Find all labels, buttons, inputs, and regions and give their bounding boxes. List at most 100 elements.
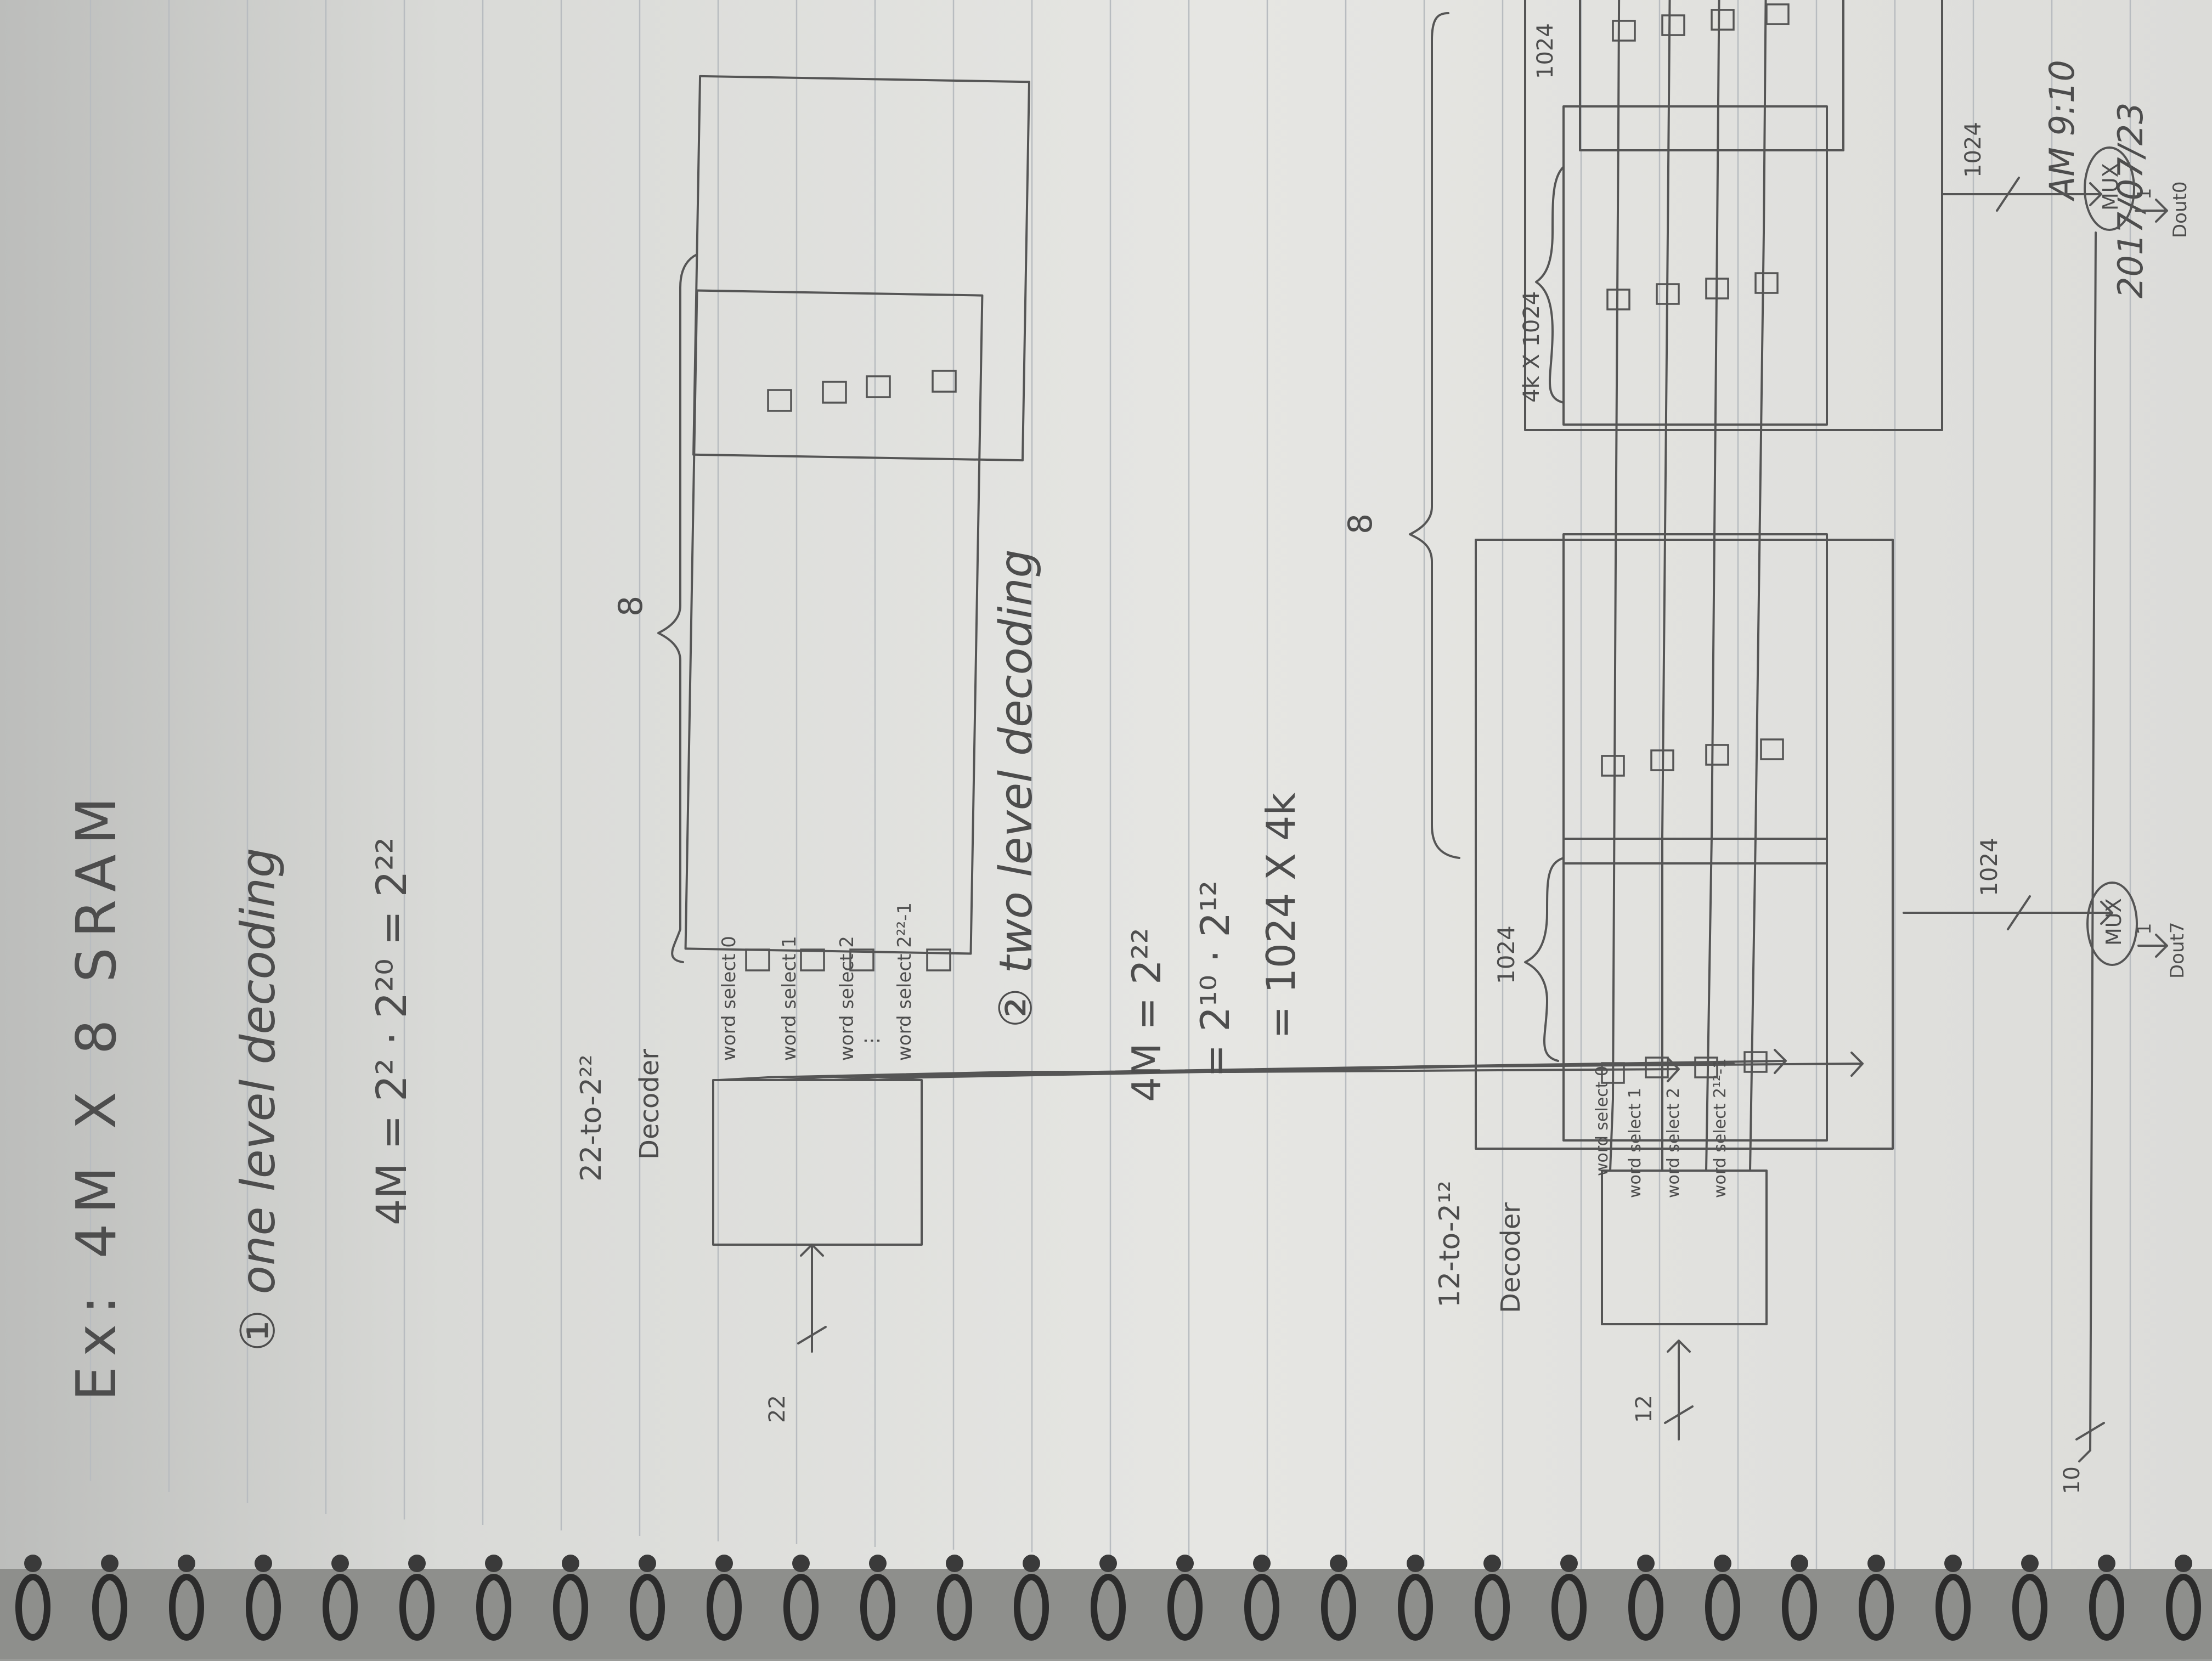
spiral-ring	[1321, 1574, 1356, 1641]
spiral-ring	[630, 1574, 665, 1641]
date-text: 2017/07/23	[2111, 103, 2151, 298]
ruled-lines	[89, 0, 2131, 1591]
punch-hole	[715, 1555, 733, 1572]
block-right-inner-b	[1579, 0, 1844, 151]
punch-hole	[178, 1555, 195, 1572]
section1-word-lines	[718, 1049, 1864, 1082]
bus-1-label: 1024	[1976, 838, 2002, 896]
section2-brace-label: 8	[1341, 513, 1380, 534]
spiral-ring	[937, 1574, 972, 1641]
page-title: Ex: 4M X 8 SRAM	[64, 787, 128, 1401]
punch-hole	[639, 1555, 656, 1572]
punch-hole	[1176, 1555, 1194, 1572]
ws2-last: word select 2¹²-1	[1711, 1058, 1730, 1198]
decoder-box-2	[1601, 1170, 1768, 1325]
section1-heading: ① one level decoding	[231, 848, 286, 1352]
out-2-bits: 1	[2134, 188, 2155, 200]
spiral-ring	[2012, 1574, 2047, 1641]
ws2-1: word select 1	[1626, 1088, 1645, 1198]
spiral-ring	[1244, 1574, 1279, 1641]
spiral-ring	[1705, 1574, 1740, 1641]
time-text: AM 9:10	[2042, 60, 2082, 202]
spiral-ring	[476, 1574, 511, 1641]
spiral-ring	[1475, 1574, 1510, 1641]
spiral-ring	[92, 1574, 127, 1641]
punch-hole	[946, 1555, 963, 1572]
punch-hole	[1330, 1555, 1347, 1572]
section1-brace-label: 8	[612, 596, 650, 617]
mux-2-label: MUX	[2098, 163, 2123, 211]
word-select-2: word select 2	[836, 936, 858, 1061]
punch-hole	[255, 1555, 272, 1572]
block-left-inner-b	[1562, 533, 1828, 865]
punch-hole	[869, 1555, 887, 1572]
punch-hole	[1407, 1555, 1424, 1572]
out-2-label: Dout0	[2169, 182, 2191, 239]
spiral-ring	[169, 1574, 204, 1641]
punch-hole	[1791, 1555, 1808, 1572]
section1-equation: 4M = 2² · 2²⁰ = 2²²	[367, 837, 416, 1225]
punch-hole	[1253, 1555, 1271, 1572]
punch-hole	[1637, 1555, 1655, 1572]
spiral-ring	[323, 1574, 358, 1641]
section1-decoder-label: Decoder	[634, 1049, 665, 1160]
bus-2-label: 1024	[1961, 122, 1986, 178]
block-left-width: 1024	[1493, 925, 1520, 984]
spiral-ring	[860, 1574, 895, 1641]
punch-hole	[2098, 1555, 2115, 1572]
spiral-ring	[2089, 1574, 2124, 1641]
word-select-dots: ⋮	[861, 1031, 883, 1050]
out-1-bits: 1	[2134, 923, 2155, 935]
section2-eq1: 4M = 2²²	[1124, 928, 1170, 1102]
ws2-0: word select 0	[1593, 1066, 1612, 1176]
block-right-cells	[1606, 3, 1790, 310]
punch-hole	[1560, 1555, 1578, 1572]
mux-1-label: MUX	[2102, 898, 2126, 946]
mux-1	[2086, 882, 2138, 966]
block-right-width: 1024	[1533, 23, 1558, 79]
spiral-ring	[553, 1574, 588, 1641]
punch-hole	[1714, 1555, 1731, 1572]
punch-hole	[2175, 1555, 2192, 1572]
spiral-ring	[399, 1574, 435, 1641]
block-left-cells	[1601, 738, 1784, 1084]
spiral-ring	[246, 1574, 281, 1641]
punch-hole	[101, 1555, 119, 1572]
punch-hole	[24, 1555, 42, 1572]
section1-cells	[745, 370, 957, 971]
spiral-ring	[1398, 1574, 1433, 1641]
spiral-ring	[15, 1574, 50, 1641]
out-1-label: Dout7	[2166, 922, 2188, 979]
spiral-ring	[1014, 1574, 1049, 1641]
spiral-ring	[1091, 1574, 1126, 1641]
spiral-binding	[0, 1555, 2212, 1659]
mux-select-bits: 10	[2059, 1466, 2085, 1494]
punch-hole	[1099, 1555, 1117, 1572]
spiral-ring	[783, 1574, 819, 1641]
decoder-box-1	[712, 1079, 923, 1246]
punch-hole	[1867, 1555, 1885, 1572]
section2-input-bits: 12	[1632, 1395, 1657, 1423]
spiral-ring	[707, 1574, 742, 1641]
section2-decoder-range: 12-to-2¹²	[1434, 1180, 1466, 1308]
section2-word-lines	[1609, 0, 1781, 1172]
section1-input-bits: 22	[765, 1395, 790, 1423]
spiral-ring	[1782, 1574, 1817, 1641]
punch-hole	[408, 1555, 426, 1572]
section2-eq2: = 2¹⁰ · 2¹²	[1192, 880, 1238, 1077]
ws2-2: word select 2	[1664, 1088, 1683, 1198]
block-left	[1475, 539, 1894, 1150]
punch-hole	[1023, 1555, 1040, 1572]
section1-decoder-range: 22-to-2²²	[575, 1054, 608, 1182]
word-select-1: word select 1	[778, 936, 800, 1061]
punch-hole	[1944, 1555, 1962, 1572]
spiral-ring	[1628, 1574, 1663, 1641]
cell-column-a	[684, 289, 984, 955]
spiral-ring	[1167, 1574, 1203, 1641]
block-left-inner-a	[1562, 838, 1828, 1142]
punch-hole	[792, 1555, 810, 1572]
punch-hole	[1483, 1555, 1501, 1572]
punch-hole	[562, 1555, 579, 1572]
